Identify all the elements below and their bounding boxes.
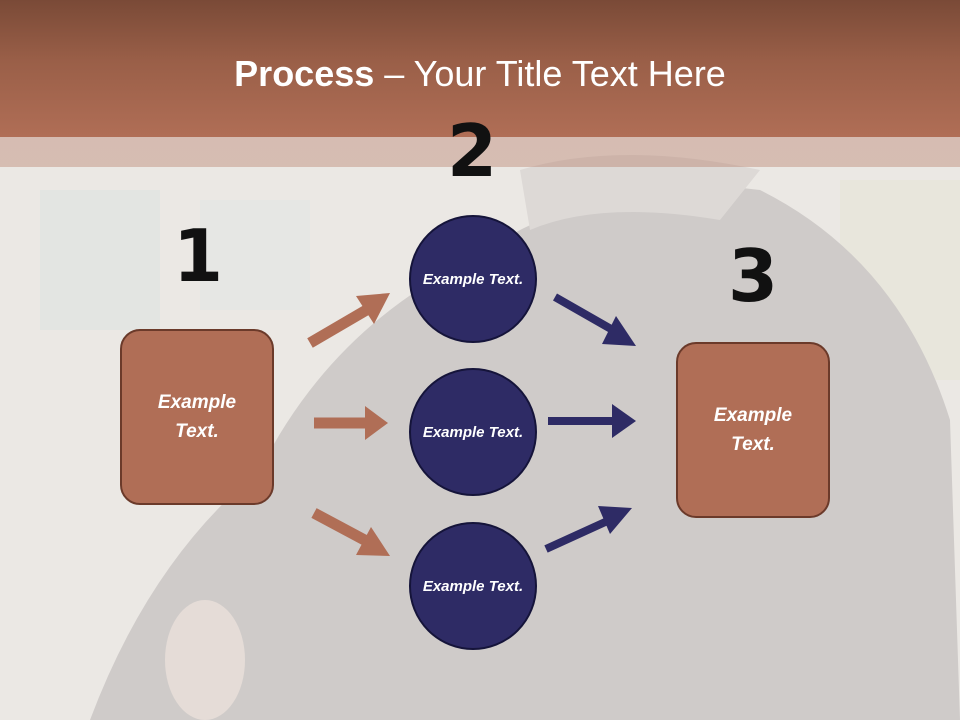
circle-bottom-label: Example Text. xyxy=(422,577,524,595)
step-number-1: 1 xyxy=(172,214,224,298)
title-rest: – Your Title Text Here xyxy=(374,53,726,94)
arrow-top-to-right xyxy=(553,293,636,346)
arrow-left-to-middle xyxy=(314,406,388,440)
slide-title: Process – Your Title Text Here xyxy=(0,52,960,96)
circle-middle-label: Example Text. xyxy=(422,423,524,441)
right-box: Example Text. xyxy=(676,342,830,518)
circle-top: Example Text. xyxy=(409,215,537,343)
left-box-label: Example Text. xyxy=(157,392,237,442)
circle-top-label: Example Text. xyxy=(422,270,524,288)
right-box-label: Example Text. xyxy=(713,405,793,455)
title-underband xyxy=(0,137,960,167)
title-bold: Process xyxy=(234,53,375,94)
arrow-left-to-top xyxy=(307,293,390,348)
title-band xyxy=(0,0,960,137)
arrow-left-to-bottom xyxy=(311,508,390,556)
step-number-2: 2 xyxy=(446,109,498,193)
step-number-3: 3 xyxy=(727,234,779,318)
arrow-middle-to-right xyxy=(548,404,636,438)
arrow-bottom-to-right xyxy=(544,506,632,553)
left-box: Example Text. xyxy=(120,329,274,505)
circle-bottom: Example Text. xyxy=(409,522,537,650)
circle-middle: Example Text. xyxy=(409,368,537,496)
